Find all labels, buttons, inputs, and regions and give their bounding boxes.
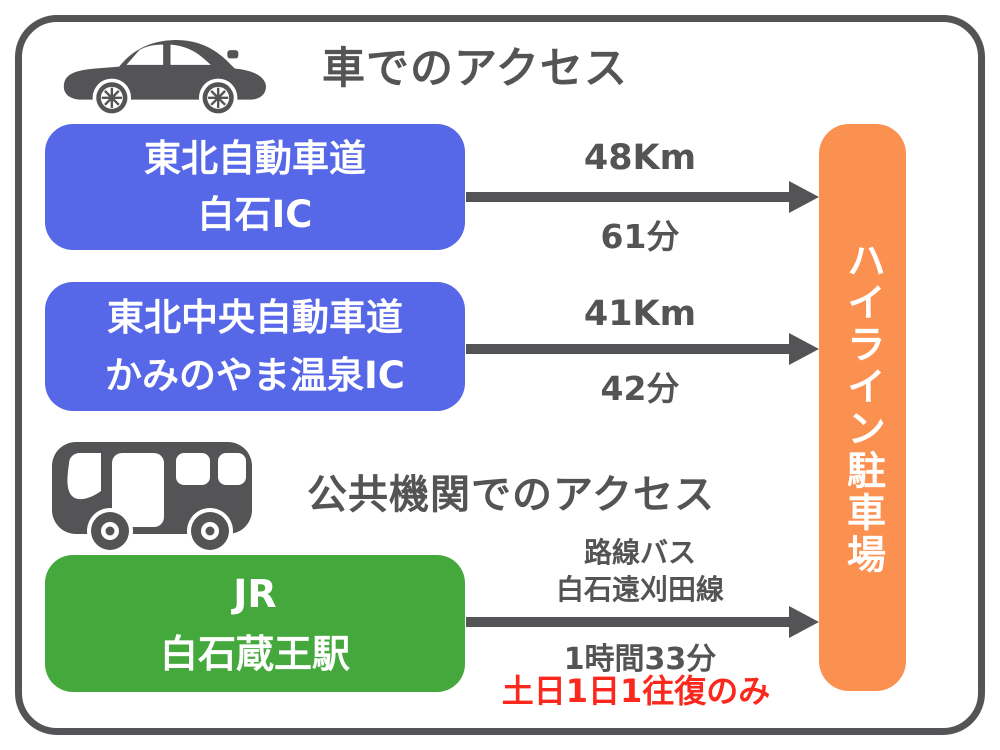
origin-line: 白石IC	[197, 193, 313, 236]
route-distance-label: 41Km	[583, 294, 697, 334]
origin-line: 白石蔵王駅	[159, 631, 350, 676]
route-via-label: 路線バス	[583, 536, 697, 569]
origin-line: JR	[233, 571, 277, 616]
car-icon	[63, 40, 266, 118]
route-duration-label: 1時間33分	[563, 642, 717, 677]
destination-label: ハイライン駐車場	[840, 239, 886, 576]
outer-border	[15, 15, 985, 735]
route-arrow-head	[789, 606, 819, 638]
bus-icon	[52, 442, 252, 554]
public-access-title: 公共機関でのアクセス	[307, 472, 715, 518]
origin-line: 東北中央自動車道	[107, 295, 403, 339]
route-note-label: 土日1日1往復のみ	[501, 672, 771, 710]
route-duration-label: 42分	[600, 369, 680, 408]
origin-box-jr-station: JR 白石蔵王駅	[45, 555, 465, 692]
car-access-title: 車でのアクセス	[322, 44, 628, 94]
route-arrow-head	[789, 333, 819, 365]
route-arrow-shaft	[466, 192, 792, 202]
route-arrow-head	[789, 181, 819, 213]
origin-box-tohoku-expressway: 東北自動車道 白石IC	[45, 124, 465, 250]
route-arrow-shaft	[466, 344, 792, 354]
origin-line: 東北自動車道	[144, 137, 366, 180]
origin-box-tohoku-chuo-expressway: 東北中央自動車道 かみのやま温泉IC	[45, 282, 465, 411]
destination-box: ハイライン駐車場	[819, 124, 906, 691]
route-via-label: 白石遠刈田線	[555, 573, 725, 606]
route-distance-label: 48Km	[583, 138, 697, 178]
origin-line: かみのやま温泉IC	[105, 353, 405, 397]
route-arrow-shaft	[466, 617, 792, 627]
route-duration-label: 61分	[600, 217, 680, 256]
